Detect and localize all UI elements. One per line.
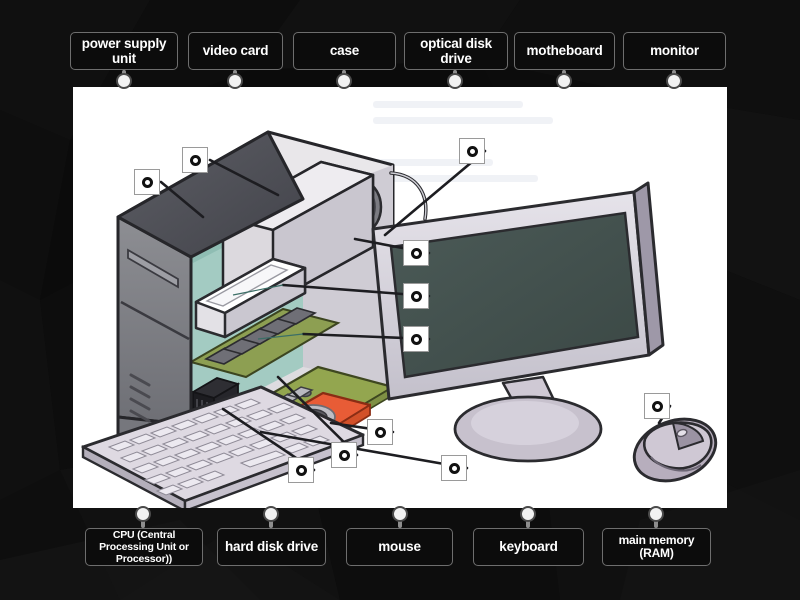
drop-target-ring-icon — [448, 462, 460, 474]
tile-pin — [556, 70, 572, 87]
tile-pin — [135, 508, 151, 528]
marker-keyboard[interactable] — [441, 455, 467, 481]
drop-target-ring-icon — [651, 400, 663, 412]
word-tile-b3[interactable]: mouse — [346, 528, 453, 566]
tile-pin-stem — [526, 514, 530, 528]
tile-pin-stem — [562, 70, 566, 87]
tile-pin-knob — [449, 75, 461, 87]
tile-pin-knob — [265, 508, 277, 520]
diagram-image — [73, 87, 727, 508]
drop-target-ring-icon — [141, 176, 153, 188]
tile-pin-knob — [650, 508, 662, 520]
tile-pin-stem — [654, 514, 658, 528]
marker-hard-disk-drive[interactable] — [331, 442, 357, 468]
tile-pin-knob — [118, 75, 130, 87]
marker-mouse[interactable] — [644, 393, 670, 419]
tile-pin-knob — [668, 75, 680, 87]
marker-case-front-panel[interactable] — [134, 169, 160, 195]
word-tile-t3[interactable]: case — [293, 32, 396, 70]
word-tile-t4[interactable]: optical disk drive — [404, 32, 508, 70]
word-tile-b5[interactable]: main memory (RAM) — [602, 528, 711, 566]
drop-target-ring-icon — [410, 333, 422, 345]
word-tile-b1[interactable]: CPU (Central Processing Unit or Processo… — [85, 528, 203, 566]
tile-pin — [520, 508, 536, 528]
drop-target-ring-icon — [374, 426, 386, 438]
tile-pin-stem — [122, 70, 126, 87]
tile-pin — [666, 70, 682, 87]
word-tile-t5[interactable]: motheboard — [514, 32, 615, 70]
marker-power-supply-unit[interactable] — [403, 240, 429, 266]
drop-target-ring-icon — [338, 449, 350, 461]
tile-pin-stem — [453, 70, 457, 87]
tile-pin — [227, 70, 243, 87]
tile-pin-knob — [338, 75, 350, 87]
drop-target-ring-icon — [410, 247, 422, 259]
tile-pin — [116, 70, 132, 87]
marker-optical-disk-drive[interactable] — [403, 283, 429, 309]
marker-memory-ram[interactable] — [403, 326, 429, 352]
marker-monitor[interactable] — [459, 138, 485, 164]
tile-pin — [392, 508, 408, 528]
tile-pin-knob — [137, 508, 149, 520]
tile-pin — [648, 508, 664, 528]
tile-pin-stem — [398, 514, 402, 528]
tile-pin-stem — [269, 514, 273, 528]
word-tile-b2[interactable]: hard disk drive — [217, 528, 326, 566]
marker-case-top[interactable] — [182, 147, 208, 173]
tile-pin-knob — [229, 75, 241, 87]
tile-pin-stem — [233, 70, 237, 87]
marker-cpu[interactable] — [288, 457, 314, 483]
tile-pin-knob — [394, 508, 406, 520]
drop-target-ring-icon — [466, 145, 478, 157]
tile-pin-knob — [522, 508, 534, 520]
word-tile-b4[interactable]: keyboard — [473, 528, 584, 566]
drop-target-ring-icon — [410, 290, 422, 302]
tile-pin-knob — [558, 75, 570, 87]
tile-pin — [336, 70, 352, 87]
marker-video-card[interactable] — [367, 419, 393, 445]
drop-target-ring-icon — [295, 464, 307, 476]
tile-pin-stem — [141, 514, 145, 528]
tile-pin — [263, 508, 279, 528]
tile-pin-stem — [342, 70, 346, 87]
tile-pin — [447, 70, 463, 87]
computer-illustration — [73, 87, 727, 508]
word-tile-t2[interactable]: video card — [188, 32, 283, 70]
word-tile-t1[interactable]: power supply unit — [70, 32, 178, 70]
word-tile-t6[interactable]: monitor — [623, 32, 726, 70]
tile-pin-stem — [672, 70, 676, 87]
drop-target-ring-icon — [189, 154, 201, 166]
